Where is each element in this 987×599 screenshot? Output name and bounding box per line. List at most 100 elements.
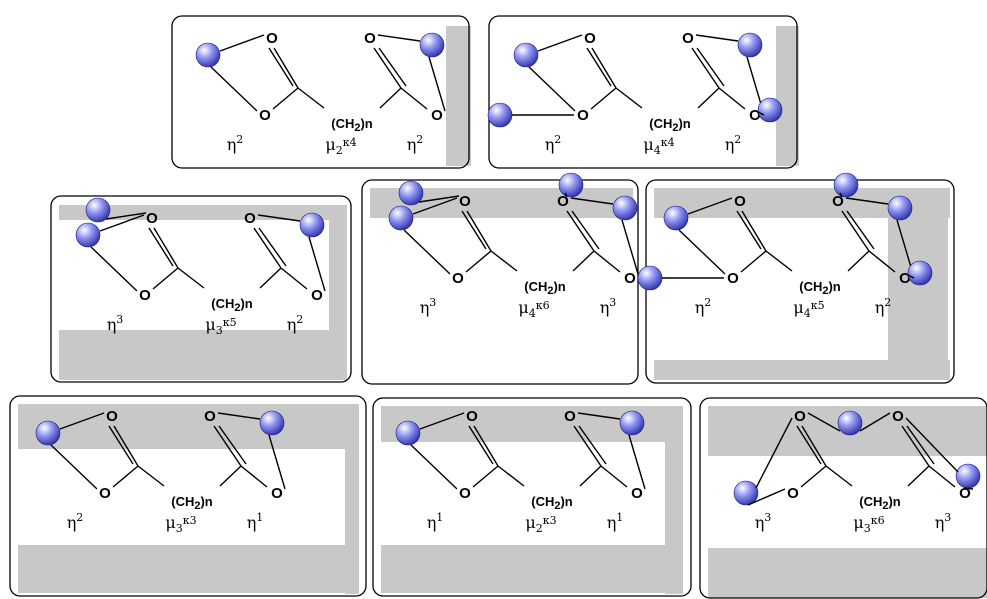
center-mode-label-sub: 3: [864, 522, 871, 535]
bond-line: [564, 192, 568, 198]
metal-atom-icon: [419, 32, 445, 58]
right-mode-label-sup: 3: [944, 511, 951, 524]
center-mode-label-kappa: κ: [811, 299, 818, 312]
chain-close: )n: [678, 116, 690, 131]
chain-close: )n: [240, 296, 252, 311]
left-mode-label: η2: [545, 133, 562, 154]
left-mode-label-base: η: [427, 513, 437, 532]
oxygen-label: O: [557, 193, 569, 210]
center-mode-label-kappa: κ: [661, 136, 668, 149]
oxygen-label: O: [452, 270, 464, 287]
bond-line: [213, 425, 242, 467]
left-mode-label-base: η: [107, 315, 117, 334]
bond-line: [687, 197, 733, 215]
chain-open: (CH: [859, 494, 882, 509]
left-mode-label-base: η: [420, 298, 430, 317]
center-mode-label-kappa: κ: [343, 136, 350, 149]
bond-line: [50, 444, 98, 490]
metal-atom-icon: [619, 410, 645, 436]
chain-subscript: 2: [822, 285, 828, 297]
metal-atom-icon: [398, 180, 424, 206]
bond-line: [268, 434, 286, 490]
center-mode-label-base: μ: [525, 513, 535, 532]
oxygen-label: O: [204, 408, 216, 425]
bond-line: [177, 267, 205, 289]
bond-line: [573, 425, 602, 467]
bond-line: [472, 465, 499, 488]
chain-open: (CH: [211, 296, 234, 311]
bond-line: [695, 34, 739, 42]
metal-atom-icon: [558, 172, 584, 198]
left-mode-label-sup: 3: [116, 313, 123, 326]
oxygen-label: O: [139, 287, 151, 304]
bond-line: [461, 210, 487, 250]
oxygen-label: O: [787, 485, 799, 502]
bond-line: [578, 425, 607, 465]
bond-line: [807, 412, 841, 432]
methylene-chain-label: (CH2)n: [799, 279, 841, 297]
right-mode-label-sup: 2: [296, 313, 303, 326]
panel-shade: [329, 205, 347, 380]
bond-line: [280, 267, 308, 290]
oxygen-label: O: [459, 193, 471, 210]
bond-line: [740, 250, 767, 273]
right-mode-label-base: η: [935, 513, 945, 532]
panel-frame: [699, 397, 987, 599]
center-mode-label: μ3κ6: [853, 513, 884, 535]
center-mode-label-kappa-sup: 5: [230, 316, 237, 329]
metal-atom-icon: [75, 222, 101, 248]
center-mode-label-kappa: κ: [183, 514, 190, 527]
panel-frame: [9, 395, 367, 597]
chain-close: )n: [360, 116, 372, 131]
panel-shade: [776, 26, 799, 166]
bond-line: [590, 87, 617, 110]
center-mode-label-kappa: κ: [543, 514, 550, 527]
panel-shade: [665, 406, 683, 594]
panel-shade: [345, 404, 359, 594]
left-mode-label-sup: 2: [704, 296, 711, 309]
center-mode-label: μ4κ5: [793, 298, 824, 320]
left-mode-label: η3: [420, 296, 437, 317]
chain-close: )n: [560, 494, 572, 509]
bond-line: [825, 465, 853, 487]
bond-line: [796, 425, 822, 465]
panel-frame: [171, 15, 470, 169]
oxygen-label: O: [466, 408, 478, 425]
left-mode-label: η1: [427, 511, 444, 532]
center-mode-label-kappa-sup: 6: [878, 514, 885, 527]
center-mode-label-kappa: κ: [871, 514, 878, 527]
bond-line: [148, 227, 174, 267]
center-mode-label-sub: 4: [654, 144, 661, 157]
bond-line: [600, 465, 628, 488]
chain-subscript: 2: [672, 122, 678, 134]
right-mode-label-sup: 2: [884, 296, 891, 309]
center-mode-label-kappa: κ: [223, 316, 230, 329]
bond-line: [678, 229, 726, 275]
right-mode-label-base: η: [875, 298, 885, 317]
left-mode-label-sup: 2: [554, 133, 561, 146]
panel-shade: [59, 330, 347, 380]
bond-line: [528, 66, 576, 112]
chain-open: (CH: [331, 116, 354, 131]
metal-atom-icon: [513, 42, 539, 68]
chain-open: (CH: [524, 279, 547, 294]
center-mode-label-kappa-sup: 6: [543, 299, 550, 312]
right-mode-label-base: η: [287, 315, 297, 334]
oxygen-label: O: [624, 270, 636, 287]
center-mode-label-kappa-sup: 4: [350, 136, 357, 149]
bond-line: [153, 227, 179, 269]
bond-line: [755, 417, 793, 489]
bond-line: [373, 47, 402, 89]
left-mode-label-base: η: [227, 135, 237, 154]
right-mode-label-base: η: [407, 135, 417, 154]
oxygen-label: O: [271, 485, 283, 502]
right-mode-label: η2: [287, 313, 304, 334]
bond-line: [741, 210, 767, 252]
oxygen-label: O: [311, 287, 323, 304]
bond-line: [490, 250, 518, 272]
metal-atom-icon: [837, 410, 863, 436]
metal-atom-icon: [487, 102, 513, 128]
